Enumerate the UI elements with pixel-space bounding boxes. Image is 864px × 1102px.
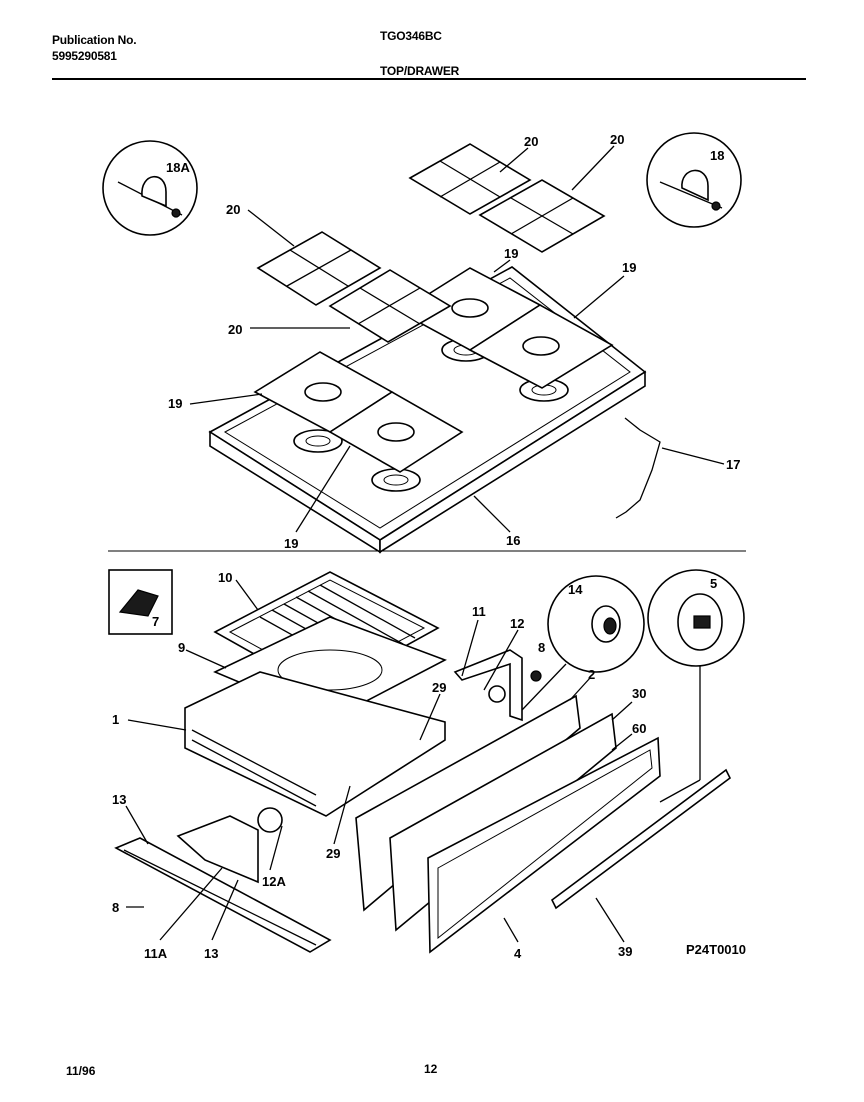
detail-circle-5 <box>647 569 745 667</box>
part-label: 18A <box>166 160 190 175</box>
part-label: 19 <box>284 536 298 551</box>
drawer-front <box>427 736 661 954</box>
part-label: 19 <box>504 246 518 261</box>
part-label: 14 <box>568 582 583 597</box>
part-label: 20 <box>226 202 240 217</box>
part-label: 4 <box>514 946 522 961</box>
rear-bracket <box>453 649 542 722</box>
part-labels: 20 20 18A 18 20 19 19 20 19 19 17 16 10 … <box>112 132 740 961</box>
part-label: 18 <box>710 148 724 163</box>
publication-number: 5995290581 <box>52 49 117 63</box>
part-label: 7 <box>152 614 159 629</box>
part-label: 9 <box>178 640 185 655</box>
header-rule <box>52 78 806 80</box>
drip-pan-rear-left <box>398 267 542 351</box>
part-label: 20 <box>228 322 242 337</box>
part-label: 12 <box>510 616 524 631</box>
part-label: 39 <box>618 944 632 959</box>
part-label: 1 <box>112 712 119 727</box>
publication-label: Publication No. <box>52 33 137 47</box>
part-label: 29 <box>326 846 340 861</box>
part-label: 2 <box>588 667 595 682</box>
grate-rear-right <box>478 179 606 253</box>
part-label: 10 <box>218 570 232 585</box>
detail-circle-18a <box>102 140 198 236</box>
part-label: 11A <box>144 946 168 961</box>
drip-pan-front-right <box>328 391 464 473</box>
wire-harness <box>615 417 661 519</box>
part-label: 11 <box>472 604 486 619</box>
part-label: 19 <box>622 260 636 275</box>
part-label: 12A <box>262 874 286 889</box>
part-label: 19 <box>168 396 182 411</box>
footer-date: 11/96 <box>66 1064 96 1078</box>
detail-box-7 <box>108 569 173 635</box>
drip-pan-rear-right <box>468 304 614 389</box>
detail-circle-18 <box>646 132 742 228</box>
part-label: 13 <box>112 792 126 807</box>
part-label: 20 <box>610 132 624 147</box>
section-title: TOP/DRAWER <box>380 64 460 78</box>
detail-circle-14 <box>547 575 645 673</box>
grate-left <box>256 231 382 306</box>
model-number: TGO346BC <box>380 29 442 43</box>
drawer-slide-rail <box>114 837 332 953</box>
grate-rear-left <box>408 143 532 215</box>
part-label: 30 <box>632 686 646 701</box>
part-label: 17 <box>726 457 740 472</box>
trim-strip <box>550 768 732 910</box>
part-label: 5 <box>710 576 717 591</box>
part-label: 8 <box>538 640 545 655</box>
part-label: 29 <box>432 680 446 695</box>
figure-code: P24T0010 <box>686 942 746 957</box>
part-label: 60 <box>632 721 646 736</box>
part-label: 13 <box>204 946 218 961</box>
drawer-body <box>184 671 446 817</box>
leader-lines <box>125 145 725 943</box>
part-label: 16 <box>506 533 520 548</box>
part-label: 8 <box>112 900 119 915</box>
grate-center <box>328 269 452 343</box>
page-number: 12 <box>424 1062 438 1076</box>
part-label: 20 <box>524 134 538 149</box>
slide-bracket <box>176 807 283 884</box>
